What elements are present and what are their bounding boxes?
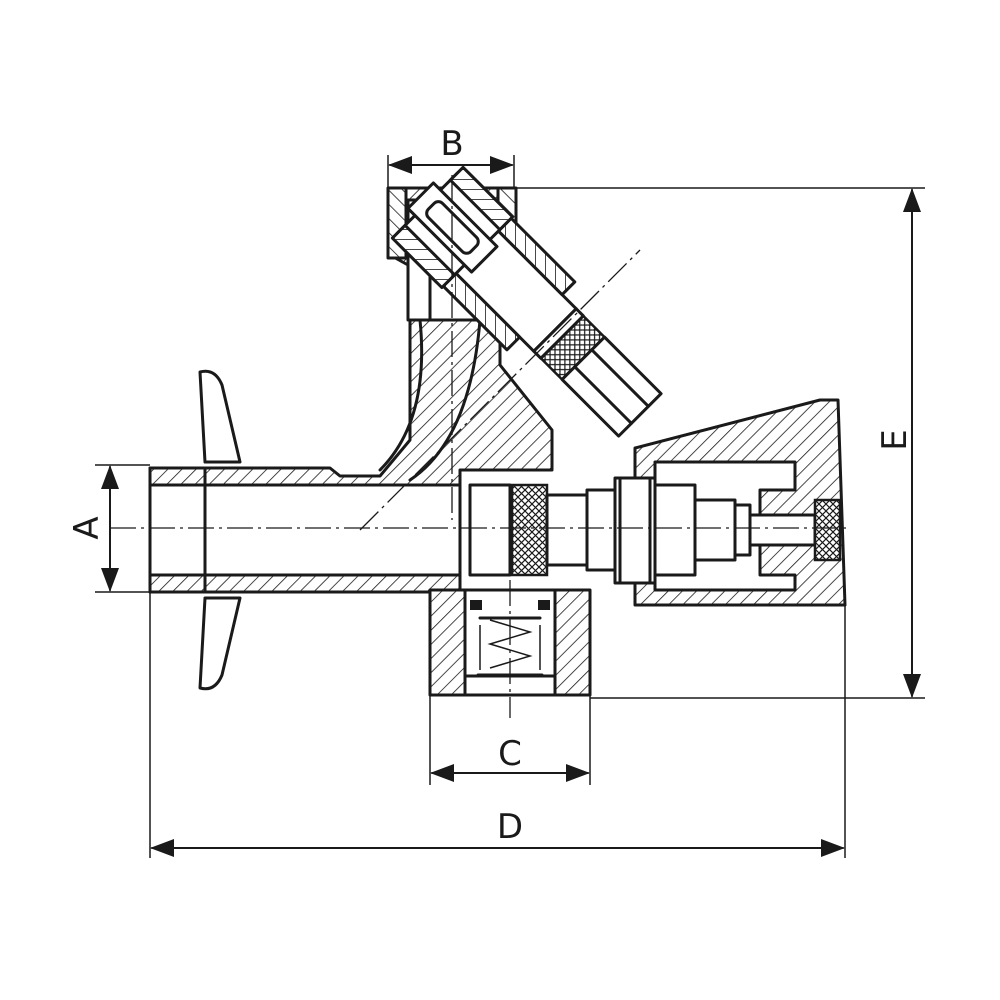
handle-wing (198, 369, 242, 691)
dimension-c: C (429, 695, 591, 785)
dimension-e-label: E (875, 429, 915, 450)
dimension-b-label: B (440, 124, 463, 164)
valve-spindle (468, 476, 842, 585)
center-lines (110, 175, 850, 718)
dimension-e: E (514, 187, 925, 699)
dimension-a-label: A (67, 516, 107, 539)
dimension-d: D (149, 592, 846, 858)
dimension-d-label: D (497, 807, 523, 847)
dimension-c-label: C (498, 734, 522, 774)
diagonal-check-valve (390, 165, 663, 438)
dimension-a: A (67, 464, 150, 593)
dimension-b: B (387, 124, 515, 188)
